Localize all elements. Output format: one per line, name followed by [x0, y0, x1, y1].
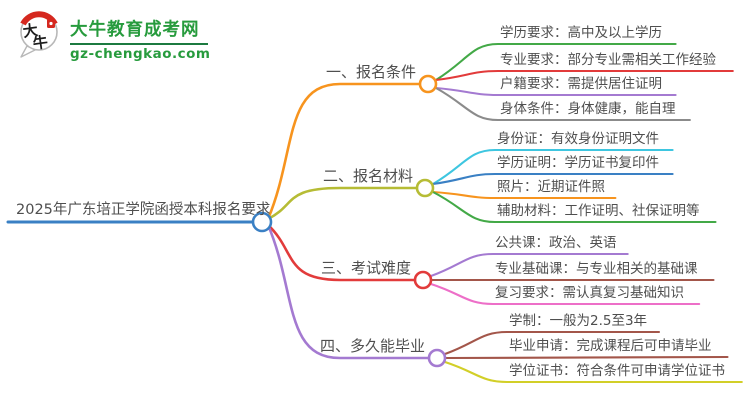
child-topic-label: 照片：近期证件照: [497, 179, 605, 195]
child-topic-label: 公共课：政治、英语: [495, 235, 617, 251]
branch-label: 二、报名材料: [323, 167, 414, 185]
child-connector: [434, 42, 677, 82]
site-url: gz-chengkao.com: [70, 46, 211, 62]
child-topic-label: 学位证书：符合条件可申请学位证书: [509, 363, 725, 379]
child-topic-label: 身体条件：身体健康，能自理: [500, 101, 676, 117]
child-connector: [434, 86, 691, 122]
svg-text:大: 大: [22, 21, 39, 41]
child-topic-label: 学制：一般为2.5至3年: [509, 313, 648, 329]
branch-label: 三、考试难度: [321, 259, 412, 277]
root-topic-label: 2025年广东培正学院函授本科报名要求: [16, 202, 271, 218]
branch-connector: [266, 186, 418, 221]
child-connector: [429, 282, 701, 306]
child-connector: [434, 86, 677, 97]
child-connector: [431, 190, 717, 224]
child-connector: [429, 252, 629, 278]
child-connector: [431, 172, 674, 186]
site-logo[interactable]: 大 牛 大牛教育成考网 gz-chengkao.com: [16, 10, 211, 62]
branch-node: [427, 348, 447, 368]
child-connector: [431, 148, 674, 186]
child-topic-label: 毕业申请：完成课程后可申请毕业: [509, 338, 712, 354]
logo-text-block: 大牛教育成考网 gz-chengkao.com: [70, 10, 211, 62]
child-topic-label: 辅助材料：工作证明、社保证明等: [497, 203, 700, 219]
child-connector: [444, 355, 729, 360]
branch-label: 一、报名条件: [326, 63, 417, 81]
child-connector: [443, 330, 661, 356]
branch-node: [415, 178, 435, 198]
child-topic-label: 学历要求：高中及以上学历: [500, 25, 662, 41]
branch-node: [413, 270, 433, 290]
branch-label: 四、多久能毕业: [320, 337, 426, 355]
child-topic-label: 复习要求：需认真复习基础知识: [495, 285, 684, 301]
branch-connector: [266, 223, 430, 360]
branch-connector: [266, 82, 421, 221]
svg-text:牛: 牛: [32, 33, 49, 53]
child-connector: [434, 69, 734, 82]
child-connector: [443, 360, 743, 384]
daniu-cow-logo-icon: 大 牛: [20, 11, 58, 58]
logo-divider: [70, 43, 208, 45]
site-name: 大牛教育成考网: [70, 20, 200, 40]
branch-connector: [266, 223, 416, 282]
child-topic-label: 专业基础课：与专业相关的基础课: [495, 261, 698, 277]
branch-node: [418, 74, 438, 94]
child-topic-label: 身份证：有效身份证明文件: [497, 131, 659, 147]
child-connector: [431, 190, 617, 200]
child-topic-label: 户籍要求：需提供居住证明: [500, 76, 662, 92]
child-topic-label: 专业要求：部分专业需相关工作经验: [500, 52, 716, 68]
root-node: [251, 211, 273, 233]
child-topic-label: 学历证明：学历证书复印件: [497, 155, 659, 171]
